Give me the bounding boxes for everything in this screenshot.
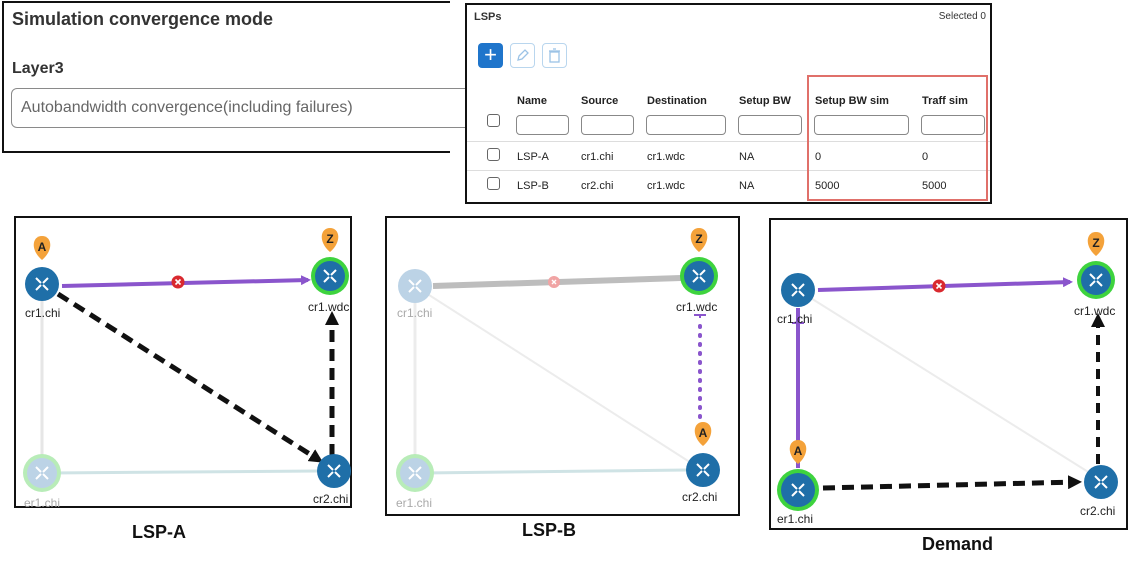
topology-lsp-b: Z A cr1.chi cr1.wdc er1.chi cr2.chi [385, 216, 740, 516]
marker-label: Z [326, 232, 333, 246]
cell-setup-bw-sim: 0 [815, 151, 822, 163]
location-marker-icon [694, 422, 712, 446]
cell-source: cr1.chi [581, 151, 614, 163]
marker-label: Z [1092, 236, 1099, 250]
delete-lsp-button[interactable] [542, 43, 567, 68]
row-divider [467, 170, 990, 171]
filter-name-input[interactable] [516, 115, 569, 135]
node-label: cr1.chi [25, 306, 61, 320]
node-label: cr1.chi [777, 312, 813, 326]
edit-lsp-button[interactable] [510, 43, 535, 68]
cell-destination: cr1.wdc [647, 151, 685, 163]
router-node-icon[interactable] [777, 469, 819, 511]
link [414, 285, 700, 469]
router-node-icon[interactable] [1084, 465, 1118, 499]
router-node-icon[interactable] [781, 273, 815, 307]
section-label: Layer3 [12, 60, 64, 77]
add-lsp-button[interactable]: + [478, 43, 503, 68]
cell-setup-bw: NA [739, 151, 755, 163]
cell-traff-sim: 0 [922, 151, 929, 163]
cell-traff-sim: 5000 [922, 180, 947, 192]
convergence-mode-select[interactable]: Autobandwidth convergence(including fail… [11, 88, 471, 128]
lsps-title: LSPs [474, 11, 502, 23]
link [422, 468, 688, 475]
link [49, 469, 319, 475]
select-all-checkbox[interactable] [487, 114, 500, 127]
marker-label: A [38, 240, 47, 254]
node-label: cr2.chi [313, 492, 349, 506]
node-label: er1.chi [396, 496, 433, 510]
filter-source-input[interactable] [581, 115, 634, 135]
sim-columns-highlight [807, 75, 988, 201]
node-label: cr1.wdc [308, 300, 350, 314]
filter-setup-bw-input[interactable] [738, 115, 802, 135]
cell-name: LSP-B [517, 180, 549, 192]
diagram-caption: LSP-B [522, 520, 576, 540]
cell-setup-bw: NA [739, 180, 755, 192]
path-link [61, 275, 311, 288]
location-marker-icon [321, 228, 339, 252]
node-label: cr1.chi [397, 306, 433, 320]
topology-graph: Z A [396, 228, 720, 492]
router-node-icon[interactable] [398, 269, 432, 303]
column-header-name[interactable]: Name [517, 95, 547, 107]
cell-destination: cr1.wdc [647, 180, 685, 192]
location-marker-icon [33, 236, 51, 260]
marker-label: A [794, 444, 803, 458]
lsp-path [822, 475, 1082, 491]
router-node-icon[interactable] [396, 454, 434, 492]
node-label: er1.chi [777, 512, 814, 526]
marker-label: A [699, 426, 708, 440]
topology-graph: A Z [23, 228, 351, 492]
row-checkbox[interactable] [487, 177, 500, 190]
cell-name: LSP-A [517, 151, 549, 163]
router-node-icon[interactable] [311, 257, 349, 295]
router-node-icon[interactable] [23, 454, 61, 492]
router-node-icon[interactable] [1077, 261, 1115, 299]
location-marker-icon [789, 440, 807, 464]
node-label: cr1.wdc [1074, 304, 1116, 318]
router-node-icon[interactable] [25, 267, 59, 301]
selected-count: Selected 0 [938, 11, 986, 22]
simulation-mode-panel: Simulation convergence mode Layer3 Autob… [2, 1, 471, 153]
trash-icon [549, 48, 560, 63]
diagram-caption: Demand [922, 534, 994, 554]
node-label: cr1.wdc [676, 300, 718, 314]
filter-destination-input[interactable] [646, 115, 726, 135]
router-node-icon[interactable] [680, 257, 718, 295]
location-marker-icon [690, 228, 708, 252]
column-header-setup-bw-sim[interactable]: Setup BW sim [815, 95, 889, 107]
row-checkbox[interactable] [487, 148, 500, 161]
lsps-panel: LSPs Selected 0 + Name Source Destinatio… [465, 3, 992, 204]
node-label: cr2.chi [682, 490, 718, 504]
column-header-source[interactable]: Source [581, 95, 619, 107]
column-header-destination[interactable]: Destination [647, 95, 707, 107]
topology-graph: Z A [777, 232, 1118, 511]
cell-setup-bw-sim: 5000 [815, 180, 840, 192]
panel-title: Simulation convergence mode [12, 9, 274, 29]
location-marker-icon [1087, 232, 1105, 256]
lsp-path [56, 291, 324, 463]
diagram-caption: LSP-A [132, 522, 186, 542]
topology-demand: Z A cr1.chi cr1.wdc er1.chi cr2.chi [769, 218, 1128, 530]
row-divider [467, 141, 990, 142]
cell-source: cr2.chi [581, 180, 614, 192]
link [797, 289, 1102, 481]
pencil-icon [517, 49, 529, 61]
topology-lsp-a: A Z cr1.chi cr1.wdc er1.chi cr2.chi [14, 216, 352, 510]
column-header-setup-bw[interactable]: Setup BW [739, 95, 791, 107]
node-label: er1.chi [24, 496, 61, 510]
filter-setup-bw-sim-input[interactable] [814, 115, 909, 135]
column-header-traff-sim[interactable]: Traff sim [922, 95, 968, 107]
plus-icon: + [484, 42, 497, 67]
filter-traff-sim-input[interactable] [921, 115, 985, 135]
marker-label: Z [695, 232, 702, 246]
router-node-icon[interactable] [686, 453, 720, 487]
router-node-icon[interactable] [317, 454, 351, 488]
node-label: cr2.chi [1080, 504, 1116, 518]
